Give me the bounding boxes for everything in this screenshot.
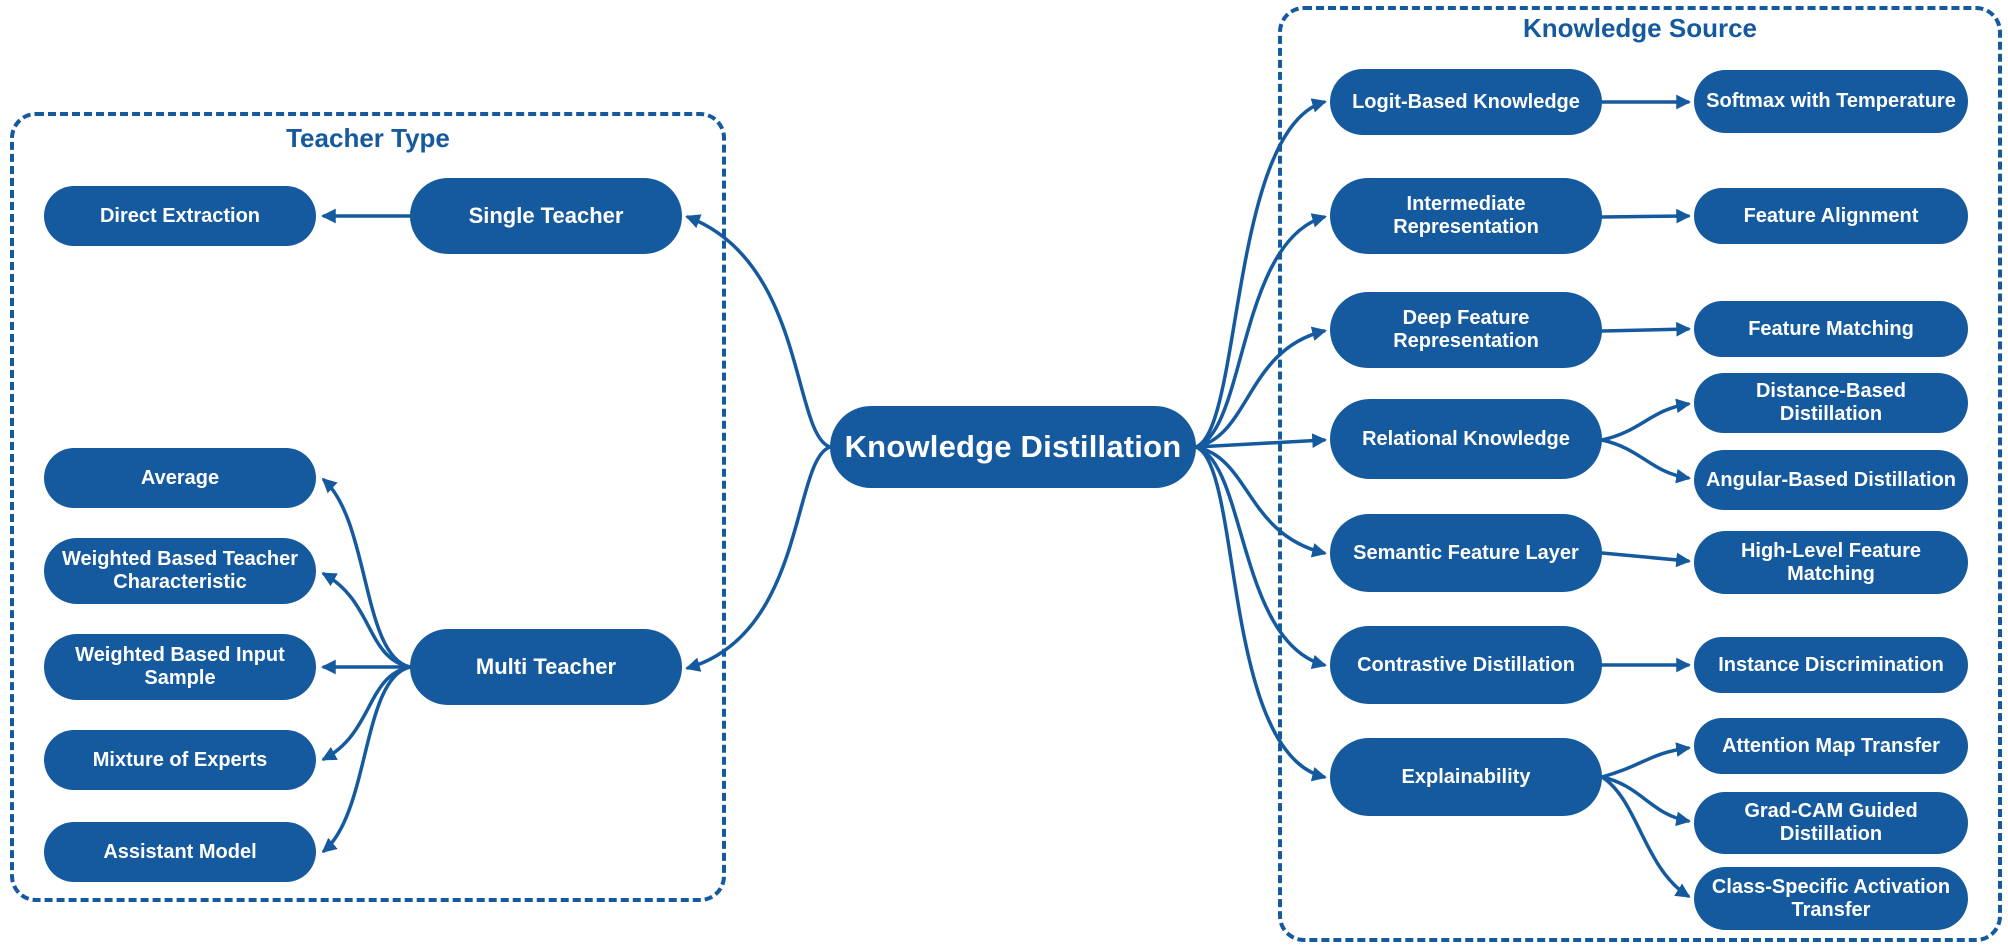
node-angular-based-distillation: Angular-Based Distillation	[1694, 450, 1968, 510]
node-grad-cam-guided-distillation: Grad-CAM Guided Distillation	[1694, 792, 1968, 854]
group-box-knowledge-source	[1278, 6, 2002, 942]
node-weighted-teacher-characteristic: Weighted Based Teacher Characteristic	[44, 538, 316, 604]
node-attention-map-transfer: Attention Map Transfer	[1694, 718, 1968, 774]
edge-intermediate-to-alignment	[1600, 208, 1691, 224]
node-multi-teacher: Multi Teacher	[410, 629, 682, 705]
node-explainability: Explainability	[1330, 738, 1602, 816]
node-knowledge-distillation: Knowledge Distillation	[830, 406, 1196, 488]
edge-explainability-to-gradcam	[1600, 775, 1691, 827]
node-average: Average	[44, 448, 316, 508]
group-title-knowledge-source: Knowledge Source	[1522, 13, 1758, 43]
node-distance-based-distillation: Distance-Based Distillation	[1694, 373, 1968, 433]
edge-multi-teacher-to-weighted-teacher	[321, 572, 412, 669]
edge-relational-to-angular	[1600, 438, 1691, 484]
edge-multi-teacher-to-assistant-model	[321, 665, 412, 853]
node-feature-matching: Feature Matching	[1694, 301, 1968, 357]
edge-root-to-contrastive	[1194, 445, 1327, 670]
edge-multi-teacher-to-average	[321, 478, 412, 669]
edge-deep-to-matching	[1600, 321, 1691, 337]
edge-root-to-logit-based	[1194, 98, 1327, 449]
node-mixture-of-experts: Mixture of Experts	[44, 730, 316, 790]
edge-root-to-relational	[1194, 433, 1327, 449]
edge-root-to-intermediate	[1194, 213, 1327, 449]
node-relational-knowledge: Relational Knowledge	[1330, 399, 1602, 479]
node-semantic-feature-layer: Semantic Feature Layer	[1330, 514, 1602, 592]
edge-explainability-to-class-specific	[1600, 775, 1691, 898]
node-single-teacher: Single Teacher	[410, 178, 682, 254]
edge-root-to-semantic	[1194, 445, 1327, 558]
edge-root-to-multi-teacher	[685, 445, 832, 672]
node-softmax-with-temperature: Softmax with Temperature	[1694, 70, 1968, 133]
node-weighted-input-sample: Weighted Based Input Sample	[44, 634, 316, 700]
node-high-level-feature-matching: High-Level Feature Matching	[1694, 531, 1968, 594]
edge-explainability-to-attention	[1600, 742, 1691, 779]
node-intermediate-representation: Intermediate Representation	[1330, 178, 1602, 254]
node-instance-discrimination: Instance Discrimination	[1694, 637, 1968, 693]
edge-root-to-explainability	[1194, 445, 1327, 782]
edge-root-to-deep-feature	[1194, 326, 1327, 449]
group-title-teacher-type: Teacher Type	[286, 123, 450, 153]
node-contrastive-distillation: Contrastive Distillation	[1330, 626, 1602, 704]
group-box-teacher-type	[10, 112, 726, 902]
node-deep-feature-representation: Deep Feature Representation	[1330, 292, 1602, 368]
node-direct-extraction: Direct Extraction	[44, 186, 316, 246]
node-assistant-model: Assistant Model	[44, 822, 316, 882]
edge-relational-to-distance	[1600, 398, 1691, 442]
node-feature-alignment: Feature Alignment	[1694, 188, 1968, 244]
edge-root-to-single-teacher	[685, 214, 832, 449]
edge-semantic-to-highlevel	[1600, 551, 1691, 568]
node-class-specific-activation-transfer: Class-Specific Activation Transfer	[1694, 867, 1968, 930]
node-logit-based-knowledge: Logit-Based Knowledge	[1330, 69, 1602, 135]
